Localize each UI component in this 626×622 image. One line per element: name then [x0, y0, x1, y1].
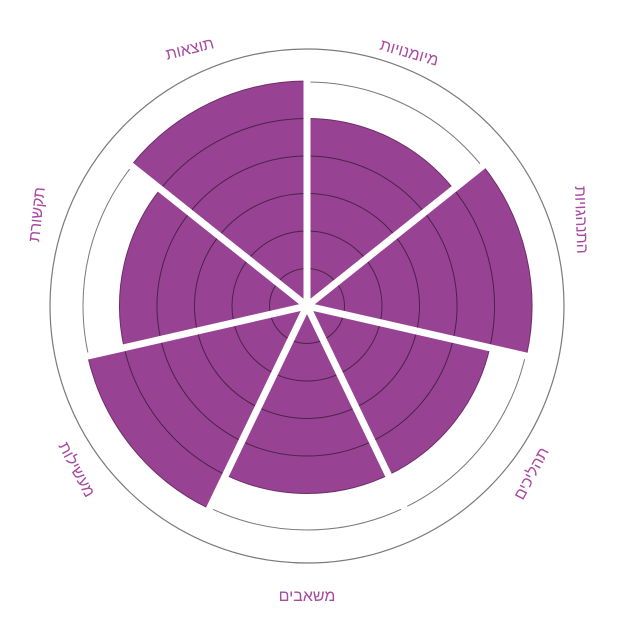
ring-line: [355, 330, 418, 408]
category-label: תהליכים: [509, 444, 552, 503]
ring-line: [196, 330, 259, 408]
ring-line: [423, 212, 458, 340]
category-label: מיומנויות: [378, 35, 441, 70]
category-label: התנהגויות: [571, 186, 592, 254]
ring-line: [306, 155, 425, 213]
sector-divider: [304, 161, 487, 309]
category-label: תוצאות: [163, 33, 215, 63]
ring-line: [453, 188, 495, 348]
sector-bar: [306, 117, 455, 308]
sector-bar: [305, 165, 533, 357]
ring-line: [306, 193, 396, 237]
ring-line: [160, 339, 243, 442]
ring-line: [241, 440, 373, 457]
ring-line: [257, 406, 357, 419]
ring-line: [160, 118, 308, 190]
ring-line: [339, 322, 381, 375]
sector-divider: [306, 302, 530, 360]
ring-line: [231, 258, 249, 323]
category-label: תקשורת: [24, 186, 49, 243]
ring-line: [189, 155, 308, 213]
ring-line: [233, 322, 275, 375]
ring-line: [371, 339, 454, 442]
sector-divider: [303, 304, 409, 513]
ring-line: [394, 235, 420, 332]
ring-line: [156, 212, 191, 340]
outer-ring: [49, 48, 565, 564]
sector-bar: [130, 80, 308, 308]
ring-line: [306, 230, 367, 260]
sector-bar: [119, 188, 309, 349]
ring-line: [274, 373, 340, 382]
ring-line: [194, 235, 220, 332]
spokes-group: [84, 79, 530, 513]
ring-line: [365, 258, 383, 323]
sector-bar: [306, 305, 491, 476]
sector-divider: [205, 304, 311, 513]
sector-divider: [84, 302, 308, 360]
sector-bar: [224, 304, 390, 494]
sector-divider: [127, 161, 310, 309]
ring-line: [247, 230, 308, 260]
ring-line: [218, 193, 308, 237]
ring-line: [123, 347, 226, 476]
category-label: משאבים: [279, 586, 336, 605]
